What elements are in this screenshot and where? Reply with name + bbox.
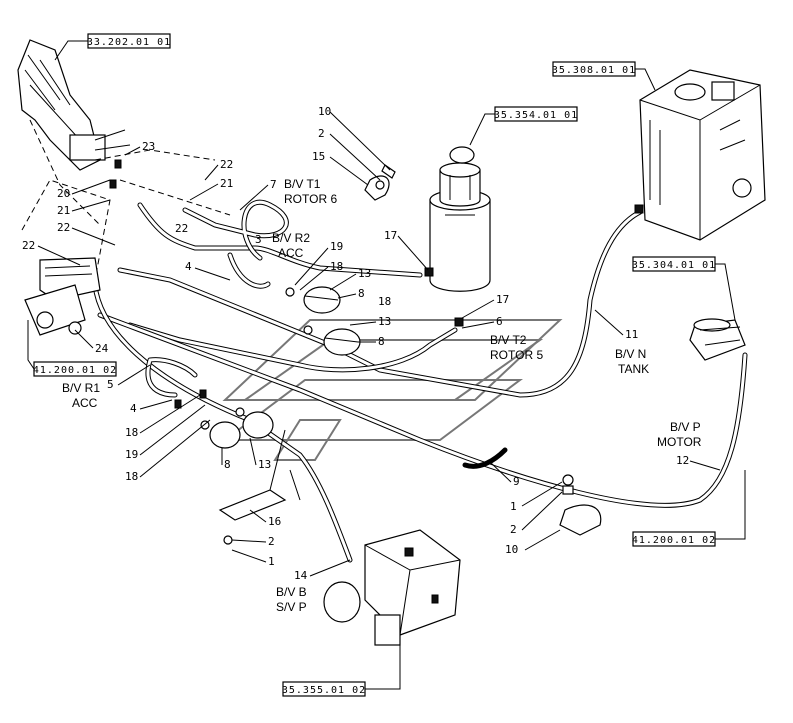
ref-box-2: 35.354.01 01: [469, 106, 578, 146]
ref-box-7: 35.355.01 02: [282, 640, 401, 697]
caption-p-b: MOTOR: [657, 435, 702, 449]
callout-2c: 2: [510, 523, 517, 536]
accumulator-upper-1: [303, 286, 341, 314]
ref-label-4: 35.304.01 01: [632, 260, 716, 271]
grounding-strap: [462, 447, 508, 469]
callout-20: 20: [57, 187, 70, 200]
callout-15: 15: [312, 150, 325, 163]
callout-12: 12: [676, 454, 689, 467]
callout-8a: 8: [358, 287, 365, 300]
callout-21b: 21: [220, 177, 233, 190]
caption-n-a: B/V N: [615, 347, 646, 361]
callout-16: 16: [268, 515, 281, 528]
caption-t2-a: B/V T2: [490, 333, 527, 347]
callout-22c: 22: [175, 222, 188, 235]
ref-box-6: 41.200.01 02: [632, 470, 746, 547]
caption-p-a: B/V P: [670, 420, 701, 434]
caption-b-a: B/V B: [276, 585, 307, 599]
bracket-lower: [218, 429, 301, 545]
callout-10b: 10: [505, 543, 518, 556]
hydraulic-motor: [689, 318, 746, 361]
hose-p-motor: [97, 312, 748, 508]
fittings: [109, 159, 644, 430]
ref-label-1: 33.202.01 01: [87, 37, 171, 48]
callout-2a: 2: [318, 127, 325, 140]
ref-box-5: 41.200.01 02: [27, 320, 117, 377]
hydraulic-tank: [639, 69, 766, 241]
callout-18c: 18: [125, 426, 138, 439]
callout-22b: 22: [220, 158, 233, 171]
caption-r2-a: B/V R2: [272, 231, 310, 245]
callout-19a: 19: [330, 240, 343, 253]
callout-13b: 13: [378, 315, 391, 328]
ref-box-3: 35.308.01 01: [552, 61, 656, 91]
captions: B/V T1 ROTOR 6 B/V R2 ACC B/V T2 ROTOR 5…: [62, 177, 702, 614]
hose-t2-rotor5: [127, 322, 458, 373]
left-valve-block: [24, 257, 101, 336]
hose-r1-acc: [145, 357, 198, 398]
ref-label-7: 35.355.01 02: [282, 685, 366, 696]
callout-13c: 13: [258, 458, 271, 471]
brake-valve: [323, 529, 461, 646]
callout-4b: 4: [130, 402, 137, 415]
ref-label-5: 41.200.01 02: [33, 365, 117, 376]
callout-18a: 18: [330, 260, 343, 273]
caption-r1-b: ACC: [72, 396, 98, 410]
callout-24: 24: [95, 342, 109, 355]
hose-t1-rotor6: [137, 202, 423, 278]
accumulator-lower-2: [242, 411, 274, 439]
callout-4a: 4: [185, 260, 192, 273]
clamp-lower: [559, 474, 602, 536]
callout-17a: 17: [384, 229, 397, 242]
callout-14: 14: [294, 569, 308, 582]
callout-1b: 1: [510, 500, 517, 513]
callout-18b: 18: [378, 295, 391, 308]
callout-18d: 18: [125, 470, 138, 483]
callout-19b: 19: [125, 448, 138, 461]
callout-3: 3: [255, 233, 262, 246]
callout-22a: 22: [57, 221, 70, 234]
caption-n-b: TANK: [618, 362, 649, 376]
callout-7: 7: [270, 178, 277, 191]
ref-box-1: 33.202.01 01: [54, 33, 171, 61]
callout-23: 23: [142, 140, 155, 153]
callout-8c: 8: [224, 458, 231, 471]
callout-21a: 21: [57, 204, 70, 217]
callout-10a: 10: [318, 105, 331, 118]
hose-r2-acc: [227, 252, 271, 289]
callout-13a: 13: [358, 267, 371, 280]
ref-label-6: 41.200.01 02: [632, 535, 716, 546]
caption-t2-b: ROTOR 5: [490, 348, 543, 362]
hose-upper-loop: [182, 199, 289, 261]
caption-b-b: S/V P: [276, 600, 307, 614]
caption-r1-a: B/V R1: [62, 381, 100, 395]
ref-label-3: 35.308.01 01: [552, 65, 636, 76]
accumulator-upper-2: [323, 328, 361, 356]
hose-n-tank: [117, 209, 643, 398]
caption-t1-b: ROTOR 6: [284, 192, 337, 206]
callout-17b: 17: [496, 293, 509, 306]
callout-22d: 22: [22, 239, 35, 252]
rotor-unit: [429, 146, 491, 292]
callout-2b: 2: [268, 535, 275, 548]
callout-1a: 1: [268, 555, 275, 568]
accumulator-lower-1: [209, 421, 241, 449]
ref-box-4: 35.304.01 01: [632, 256, 736, 321]
callouts: 23 20 21 22 22 21 22 22 24 7 3 4 19 18 1…: [22, 105, 721, 582]
caption-r2-b: ACC: [278, 246, 304, 260]
callout-9: 9: [513, 475, 520, 488]
callout-5: 5: [107, 378, 114, 391]
caption-t1-a: B/V T1: [284, 177, 321, 191]
ref-label-2: 35.354.01 01: [494, 110, 578, 121]
callout-6: 6: [496, 315, 503, 328]
callout-8b: 8: [378, 335, 385, 348]
callout-11: 11: [625, 328, 638, 341]
pedal-valve-assembly: [17, 39, 231, 281]
